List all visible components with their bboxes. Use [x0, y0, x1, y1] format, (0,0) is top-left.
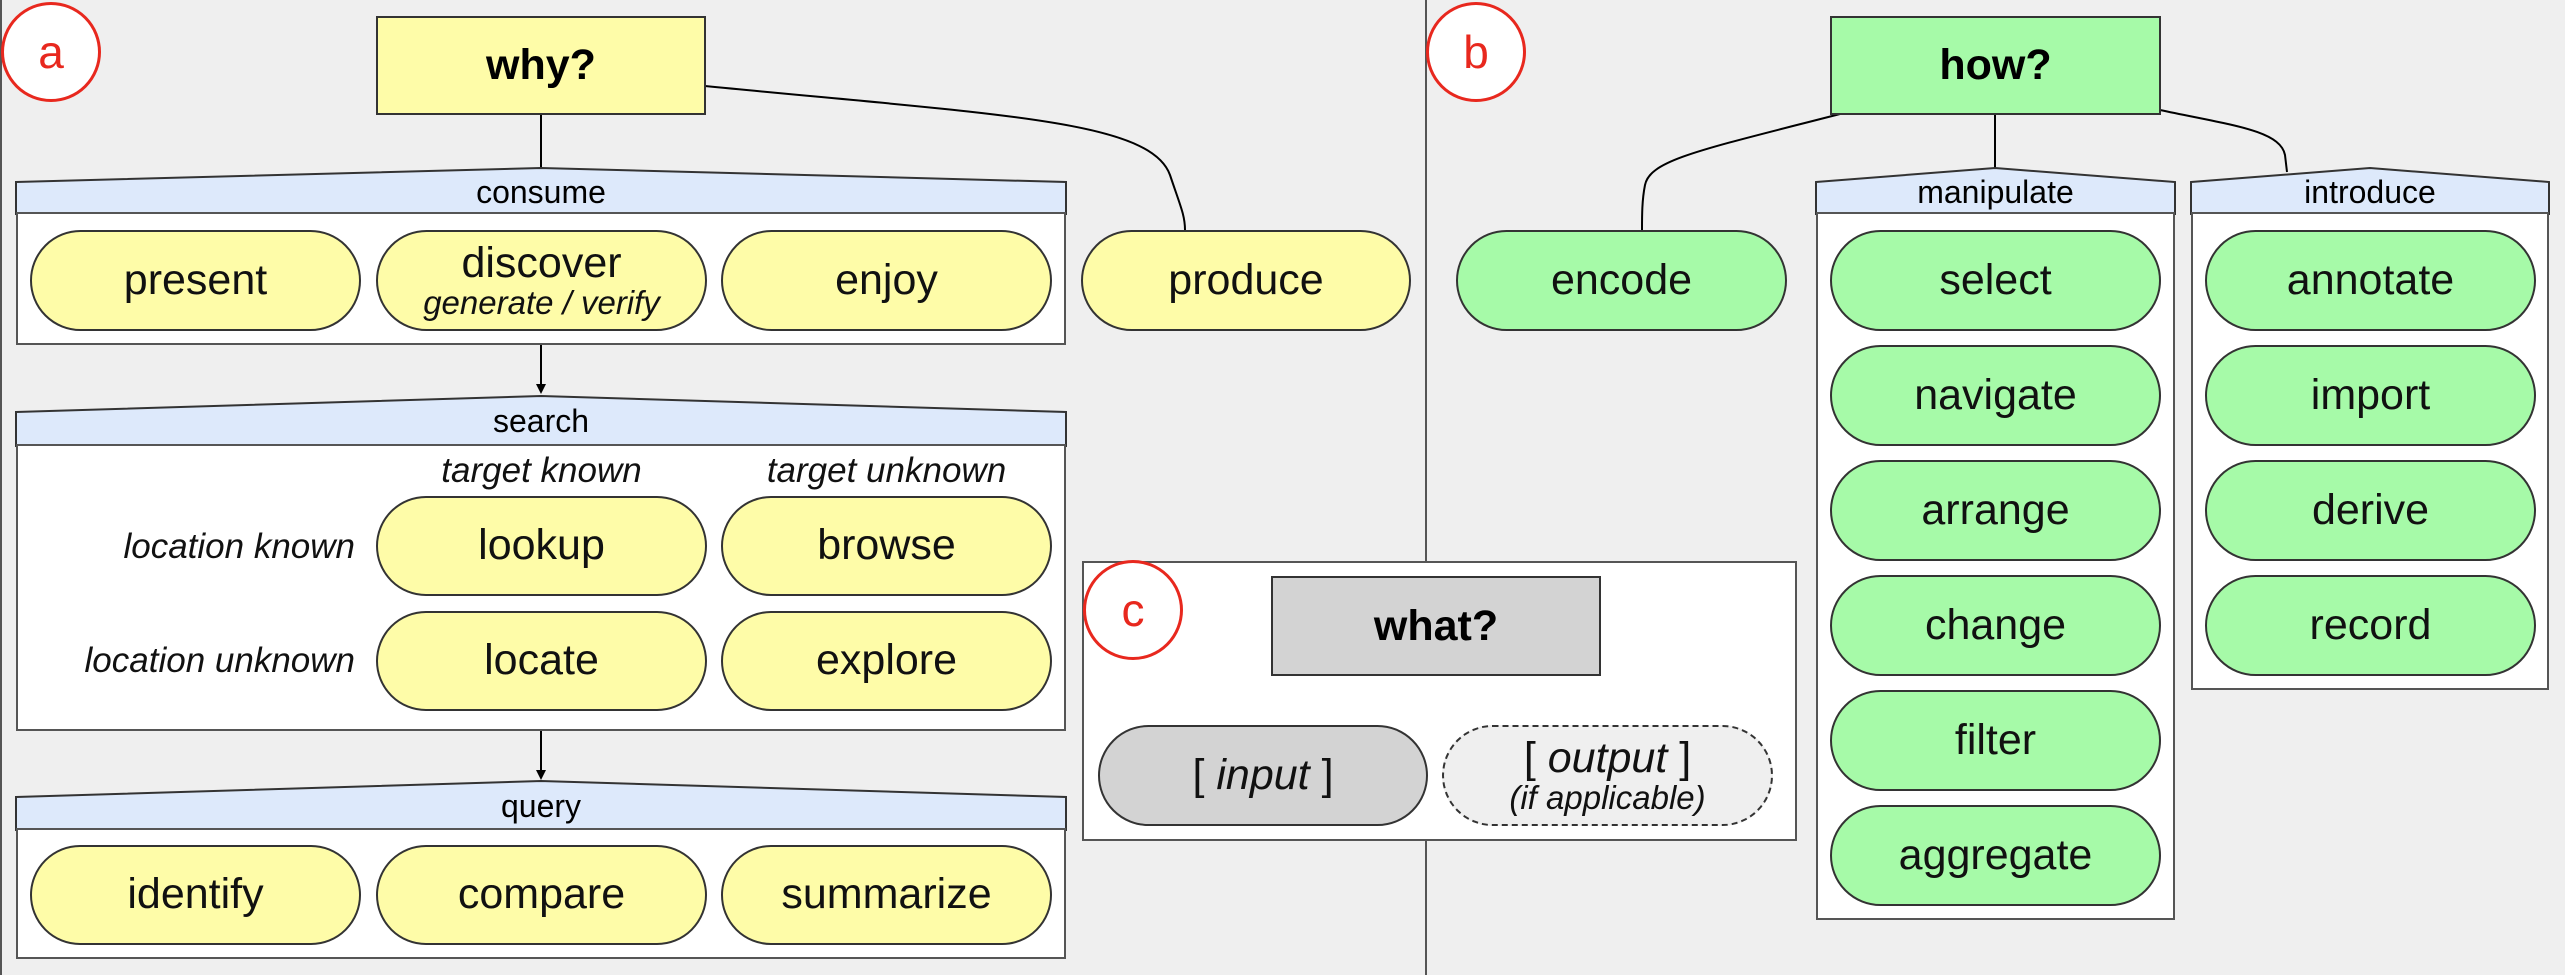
panel-c-label: c	[1083, 560, 1183, 660]
query-header-shape	[15, 779, 1067, 831]
consume-item-present: present	[30, 230, 361, 331]
manipulate-item-select: select	[1830, 230, 2161, 331]
introduce-header: introduce	[2304, 174, 2436, 210]
consume-item-discover: discover generate / verify	[376, 230, 707, 331]
introduce-item-annotate: annotate	[2205, 230, 2536, 331]
search-cell-browse: browse	[721, 496, 1052, 596]
col-header-target-unknown: target unknown	[766, 451, 1007, 490]
connector-how-encode	[1641, 113, 1841, 231]
manipulate-header: manipulate	[1917, 174, 2074, 210]
query-item-summarize: summarize	[721, 845, 1052, 945]
query-header: query	[500, 788, 582, 824]
introduce-item-import: import	[2205, 345, 2536, 446]
what-output-pill: [ output ] (if applicable)	[1442, 725, 1773, 826]
search-cell-explore: explore	[721, 611, 1052, 711]
why-box: why?	[376, 16, 706, 115]
consume-item-enjoy: enjoy	[721, 230, 1052, 331]
how-title: how?	[1939, 41, 2052, 89]
search-cell-lookup: lookup	[376, 496, 707, 596]
query-item-compare: compare	[376, 845, 707, 945]
discover-subtitle: generate / verify	[423, 283, 660, 321]
manipulate-item-change: change	[1830, 575, 2161, 676]
manipulate-item-filter: filter	[1830, 690, 2161, 791]
search-cell-locate: locate	[376, 611, 707, 711]
what-box: what?	[1271, 576, 1601, 676]
what-output-note: (if applicable)	[1509, 778, 1706, 816]
what-output-text: [ output ]	[1523, 733, 1692, 782]
col-header-target-known: target known	[441, 451, 642, 490]
encode-pill: encode	[1456, 230, 1787, 331]
row-header-location-unknown: location unknown	[84, 641, 355, 680]
consume-header-shape	[15, 166, 1067, 215]
why-title: why?	[486, 41, 596, 89]
manipulate-header-shape	[1815, 166, 2176, 215]
manipulate-item-aggregate: aggregate	[1830, 805, 2161, 906]
query-item-identify: identify	[30, 845, 361, 945]
how-box: how?	[1830, 16, 2161, 115]
row-header-location-known: location known	[123, 527, 355, 566]
panel-b-label: b	[1426, 2, 1526, 102]
introduce-item-record: record	[2205, 575, 2536, 676]
manipulate-item-arrange: arrange	[1830, 460, 2161, 561]
connector-why-produce	[704, 85, 1186, 231]
what-input-pill: [ input ]	[1098, 725, 1428, 826]
consume-header: consume	[476, 174, 606, 210]
introduce-header-shape	[2190, 166, 2550, 215]
panel-a-label: a	[1, 2, 101, 102]
connector-how-introduce	[2159, 109, 2288, 173]
search-header: search	[492, 403, 590, 439]
search-header-shape	[15, 394, 1067, 447]
produce-pill: produce	[1081, 230, 1411, 331]
introduce-item-derive: derive	[2205, 460, 2536, 561]
what-input-text: [ input ]	[1192, 750, 1334, 799]
what-title: what?	[1373, 601, 1499, 650]
manipulate-item-navigate: navigate	[1830, 345, 2161, 446]
